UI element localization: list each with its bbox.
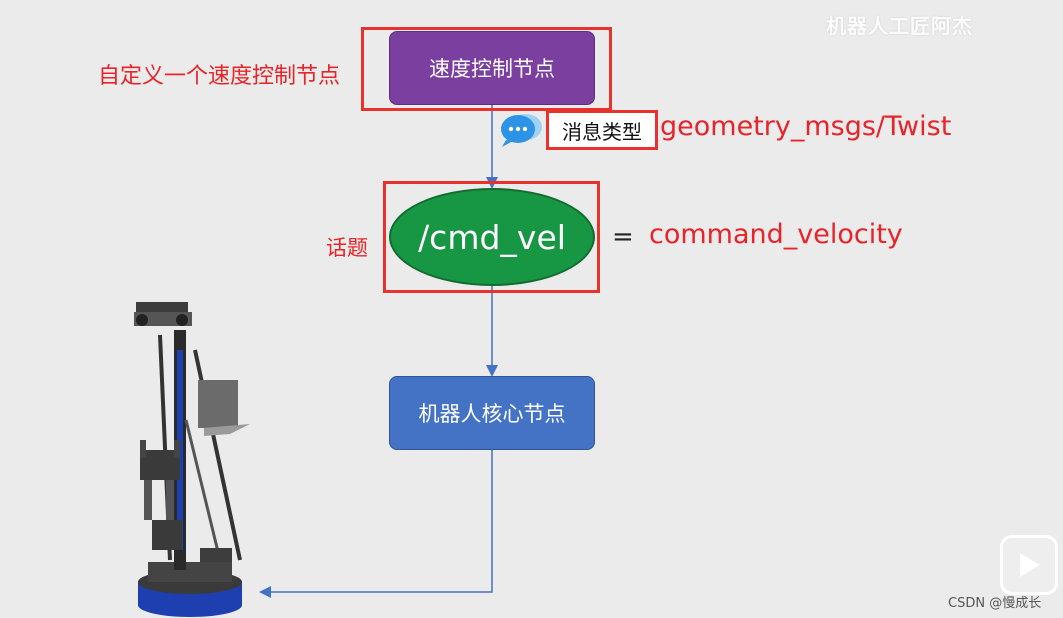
speed-control-node-label: 速度控制节点 bbox=[429, 57, 555, 81]
play-triangle-icon bbox=[1020, 553, 1040, 577]
topic-highlight bbox=[383, 181, 600, 293]
csdn-credit: CSDN @慢成长 bbox=[948, 596, 1042, 611]
play-badge-icon[interactable] bbox=[1000, 535, 1058, 595]
message-type-label-text: 消息类型 bbox=[562, 119, 642, 144]
speed-control-highlight bbox=[361, 27, 612, 111]
topic-name: /cmd_vel bbox=[418, 217, 566, 257]
watermark: 机器人工匠阿杰 bbox=[826, 14, 973, 38]
topic-ellipse: /cmd_vel bbox=[389, 188, 595, 286]
topic-expansion: command_velocity bbox=[649, 219, 903, 250]
robot-core-node: 机器人核心节点 bbox=[389, 376, 595, 450]
robot-illustration bbox=[134, 302, 250, 617]
robot-core-node-label: 机器人核心节点 bbox=[418, 402, 566, 426]
equals-sign: = bbox=[612, 222, 634, 252]
message-type-value: geometry_msgs/Twist bbox=[660, 111, 952, 142]
custom-node-label: 自定义一个速度控制节点 bbox=[98, 64, 341, 89]
connector-core-to-robot bbox=[259, 450, 493, 598]
topic-label: 话题 bbox=[326, 236, 368, 260]
chat-bubble-icon bbox=[501, 114, 542, 147]
message-type-label: 消息类型 bbox=[546, 110, 658, 150]
speed-control-node: 速度控制节点 bbox=[389, 31, 595, 105]
